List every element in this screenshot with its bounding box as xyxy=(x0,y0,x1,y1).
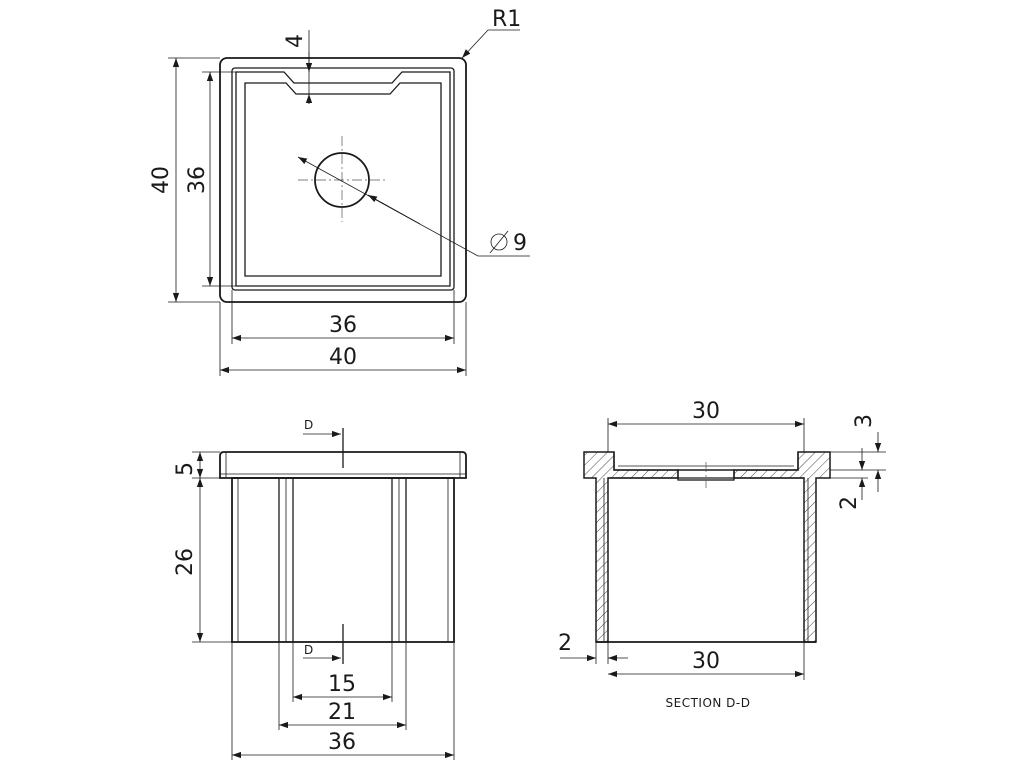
hole-diameter-label: 9 xyxy=(513,231,527,256)
radius-leader xyxy=(461,29,520,59)
right-rib xyxy=(391,478,407,642)
body-height-label: 26 xyxy=(173,548,198,576)
front-view-flange xyxy=(219,451,467,479)
diameter-symbol-icon xyxy=(489,230,509,254)
hole-diameter-leader-arrow xyxy=(367,194,421,225)
lip-height-label: 3 xyxy=(852,414,877,428)
section-left-wall xyxy=(583,451,679,643)
flange-height-label: 5 xyxy=(173,462,198,476)
section-right-wall xyxy=(733,451,831,643)
hole-diameter-leader xyxy=(297,156,530,257)
top-view-slot-outer xyxy=(235,71,451,287)
front-view-body xyxy=(231,477,455,643)
slot-depth-label: 4 xyxy=(283,34,308,48)
top-view-outer-outline xyxy=(219,57,467,303)
front-view: D D 5 26 15 21 36 xyxy=(173,418,467,760)
section-caption: SECTION D-D xyxy=(666,696,751,710)
left-rib xyxy=(278,478,294,642)
inner-bottom-width-label: 30 xyxy=(692,649,720,674)
section-marker-bottom: D xyxy=(304,643,313,657)
top-view-slot-inner xyxy=(244,82,442,277)
section-view: 30 3 2 2 30 SECTION D-D xyxy=(558,399,886,710)
section-marker-top: D xyxy=(304,418,313,432)
inner-width-label: 36 xyxy=(329,313,357,338)
top-view: R1 4 40 36 9 36 40 xyxy=(149,7,530,376)
radius-label: R1 xyxy=(492,7,521,32)
outer-width-label: 40 xyxy=(329,345,357,370)
rib-outer-spacing-label: 21 xyxy=(328,700,356,725)
center-hole xyxy=(314,152,370,208)
outer-height-label: 40 xyxy=(149,166,174,194)
rib-inner-spacing-label: 15 xyxy=(328,672,356,697)
top-view-flange-outline xyxy=(231,67,455,291)
body-width-label: 36 xyxy=(328,730,356,755)
recess-depth-label: 2 xyxy=(837,496,862,510)
wall-thickness-label: 2 xyxy=(558,631,572,656)
inner-top-width-label: 30 xyxy=(692,399,720,424)
inner-height-label: 36 xyxy=(185,166,210,194)
